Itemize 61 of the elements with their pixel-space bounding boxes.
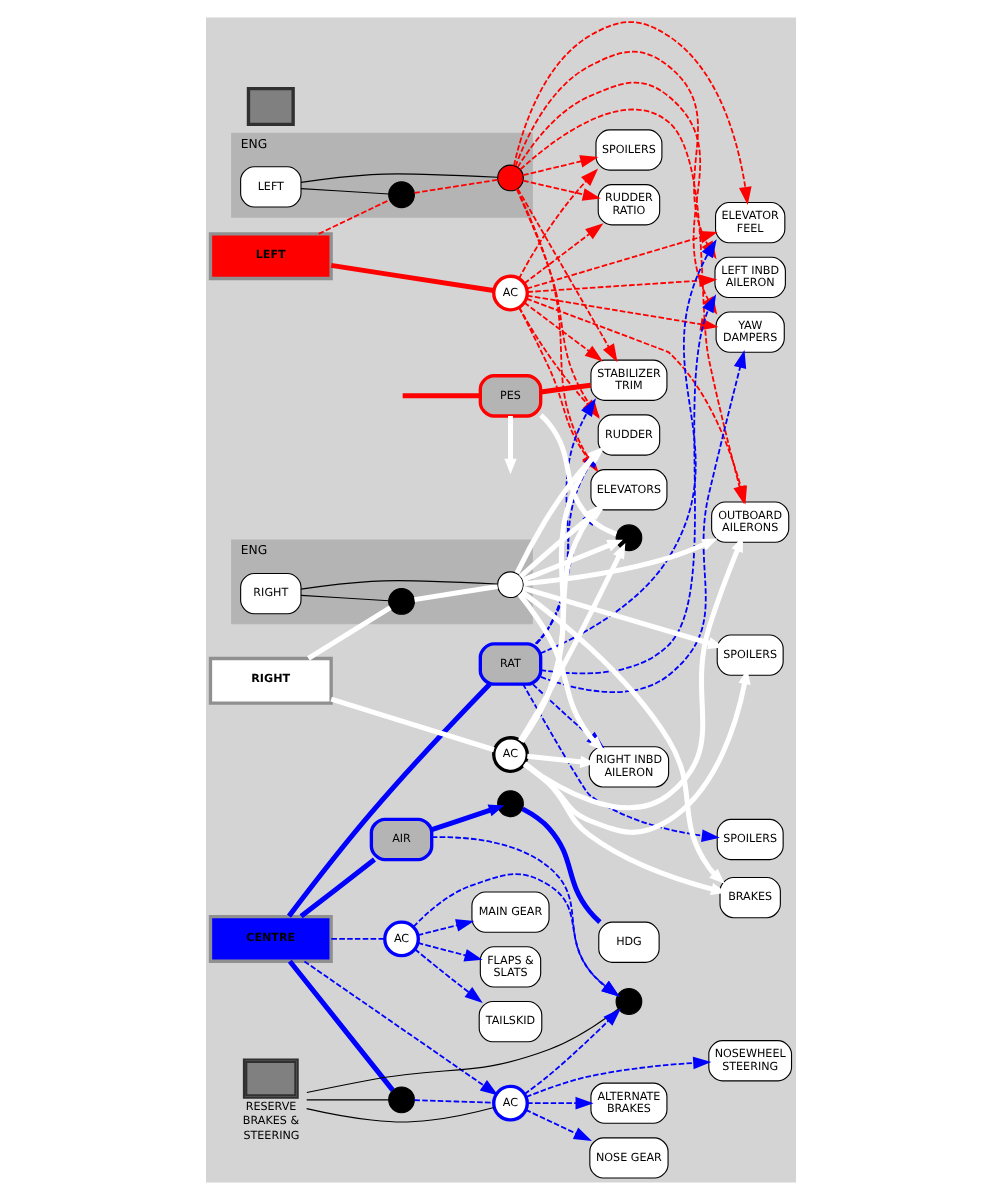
connector	[316, 199, 390, 235]
arrow	[302, 960, 498, 1096]
arrow	[523, 1109, 591, 1142]
arrow	[503, 415, 516, 475]
node-circle	[496, 571, 523, 599]
connector	[299, 579, 497, 590]
arrow	[522, 538, 717, 587]
arrow	[522, 223, 603, 285]
arrow	[522, 668, 750, 835]
arrow	[430, 804, 504, 833]
node-box	[245, 86, 294, 126]
arrow	[517, 168, 598, 280]
connector	[298, 857, 375, 919]
arrow	[522, 301, 602, 362]
connector	[329, 696, 494, 753]
arrow	[517, 542, 625, 743]
arrow	[515, 187, 617, 363]
connector	[286, 959, 394, 1092]
arrow	[411, 873, 619, 997]
arrow	[519, 589, 724, 884]
node-circle	[387, 1086, 414, 1114]
arrow	[520, 539, 622, 583]
arrow	[522, 536, 743, 811]
arrow	[521, 179, 600, 201]
connector	[299, 188, 389, 195]
connector	[306, 605, 391, 661]
node-circle	[496, 164, 523, 192]
arrow	[522, 1008, 620, 1095]
connector	[305, 1099, 389, 1101]
node-circle	[614, 524, 642, 552]
connector	[329, 938, 385, 940]
arrow	[525, 274, 717, 293]
arrow	[524, 1056, 711, 1098]
arrow	[521, 155, 598, 177]
connector	[305, 1106, 494, 1123]
connector	[538, 413, 617, 537]
connector	[401, 393, 480, 399]
arrow	[416, 942, 482, 962]
node-circle	[387, 181, 414, 209]
arrow	[512, 21, 751, 206]
node-circle	[387, 588, 414, 615]
arrow	[413, 948, 482, 1003]
arrow	[416, 919, 474, 936]
node-circle	[614, 988, 642, 1015]
connector	[299, 173, 497, 183]
connector	[412, 1099, 494, 1104]
connector	[413, 584, 497, 603]
arrow	[430, 836, 619, 997]
node-circle	[496, 790, 523, 818]
connector	[539, 382, 590, 395]
connector	[305, 1008, 618, 1094]
connector	[299, 594, 389, 602]
connector	[412, 178, 498, 194]
arrow	[521, 585, 723, 649]
connector	[520, 806, 601, 924]
connector	[329, 262, 493, 294]
connector	[286, 682, 491, 918]
arrow	[522, 761, 726, 895]
arrow	[521, 683, 719, 842]
arrow	[526, 753, 595, 768]
arrow	[525, 1096, 593, 1110]
